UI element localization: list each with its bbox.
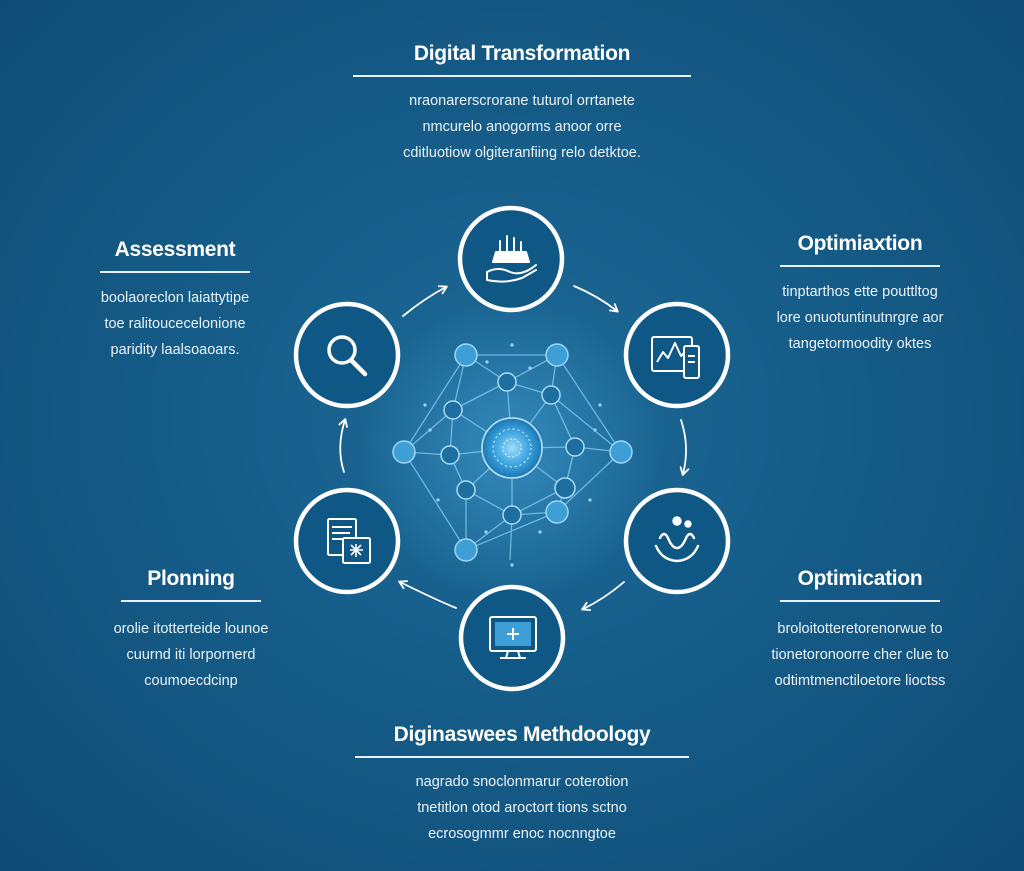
network-node	[541, 385, 561, 405]
stage-node-upper-right	[623, 301, 731, 409]
network-node	[392, 440, 416, 464]
stage-line: orolie itotterteide lounoe	[113, 621, 269, 637]
network-node	[502, 505, 522, 525]
network-core	[481, 417, 543, 479]
stage-line: toe ralitoucecelonione	[104, 316, 246, 332]
stage-divider	[780, 265, 940, 267]
stage-line: boolaoreclon laiattytipe	[100, 290, 250, 306]
header-line: nraonarerscrorane tuturol orrtanete	[409, 93, 635, 109]
stage-line: tangetormoodity oktes	[788, 336, 932, 352]
computer-monitor-icon	[489, 616, 537, 659]
header-title: Digital Transformation	[413, 42, 631, 65]
cycle-arrow	[402, 285, 448, 317]
stage-optimization-top: Optimiaxtion tinptarthos ette pouttltog …	[730, 232, 990, 357]
header-line: cditluotiow olgiteranfiing relo detktoe.	[403, 145, 641, 161]
chart-monitor-icon	[651, 336, 700, 379]
network-node	[609, 440, 633, 464]
network-node	[497, 372, 517, 392]
header-block: Digital Transformation nraonarerscrorane…	[352, 42, 692, 166]
footer-line: tnetitlon otod aroctort tions sctno	[417, 800, 627, 816]
stage-planning: Plonning orolie itotterteide lounoe cuur…	[66, 567, 316, 694]
cycle-arrow	[581, 581, 625, 611]
cycle-arrow	[573, 285, 619, 313]
stage-node-bottom	[458, 584, 566, 692]
cycle-arrow	[398, 580, 457, 609]
network-dots	[423, 343, 602, 567]
network-node	[554, 477, 576, 499]
network-node	[565, 437, 585, 457]
footer-title: Diginaswees Methdoology	[393, 723, 651, 746]
stage-node-upper-left	[293, 301, 401, 409]
footer-line: ecrosogmmr enoc nocnngtoe	[428, 826, 616, 842]
stage-optimization-bottom: Optimication broloitotteretorenorwue to …	[720, 567, 1000, 694]
footer-divider	[355, 756, 689, 758]
stage-divider	[780, 600, 940, 602]
footer-block: Diginaswees Methdoology nagrado snoclonm…	[352, 723, 692, 847]
stage-node-lower-right	[623, 487, 731, 595]
cycle-arrows	[338, 285, 690, 611]
handshake-icon	[486, 235, 537, 283]
network-graphic	[360, 301, 660, 601]
stage-assessment: Assessment boolaoreclon laiattytipe toe …	[60, 238, 290, 363]
network-node	[545, 343, 569, 367]
network-node	[545, 500, 569, 524]
stage-line: coumoecdcinp	[144, 673, 238, 689]
stage-line: broloitotteretorenorwue to	[777, 621, 943, 637]
stage-line: tionetoronoorre cher clue to	[771, 647, 949, 663]
stage-title: Assessment	[114, 238, 236, 261]
stage-divider	[100, 271, 250, 273]
stage-title: Optimiaxtion	[797, 232, 923, 255]
stage-line: cuurnd iti lorpornerd	[126, 647, 256, 663]
header-divider	[353, 75, 691, 77]
network-node	[454, 343, 478, 367]
stage-node-lower-left	[293, 487, 401, 595]
cycle-arrow	[338, 418, 348, 473]
stage-title: Optimication	[797, 567, 923, 590]
footer-line: nagrado snoclonmarur coterotion	[415, 774, 629, 790]
stage-line: odtimtmenctiloetore lioctss	[774, 673, 946, 689]
network-node	[456, 480, 476, 500]
hands-icon	[654, 516, 700, 563]
stage-divider	[121, 600, 261, 602]
network-node	[443, 400, 463, 420]
header-line: nmcurelo anogorms anoor orre	[422, 119, 622, 135]
stage-title: Plonning	[147, 567, 235, 590]
network-outer-nodes	[392, 343, 633, 562]
stage-line: paridity laalsoaoars.	[110, 342, 240, 358]
documents-icon	[327, 518, 371, 564]
cycle-arrow	[679, 419, 690, 476]
stage-node-top	[457, 205, 565, 313]
stage-line: tinptarthos ette pouttltog	[782, 284, 938, 300]
network-node	[454, 538, 478, 562]
network-inner-nodes	[440, 372, 585, 525]
network-node	[440, 445, 460, 465]
magnifier-icon	[327, 335, 368, 377]
stage-line: lore onuotuntinutnrgre aor	[776, 310, 944, 326]
